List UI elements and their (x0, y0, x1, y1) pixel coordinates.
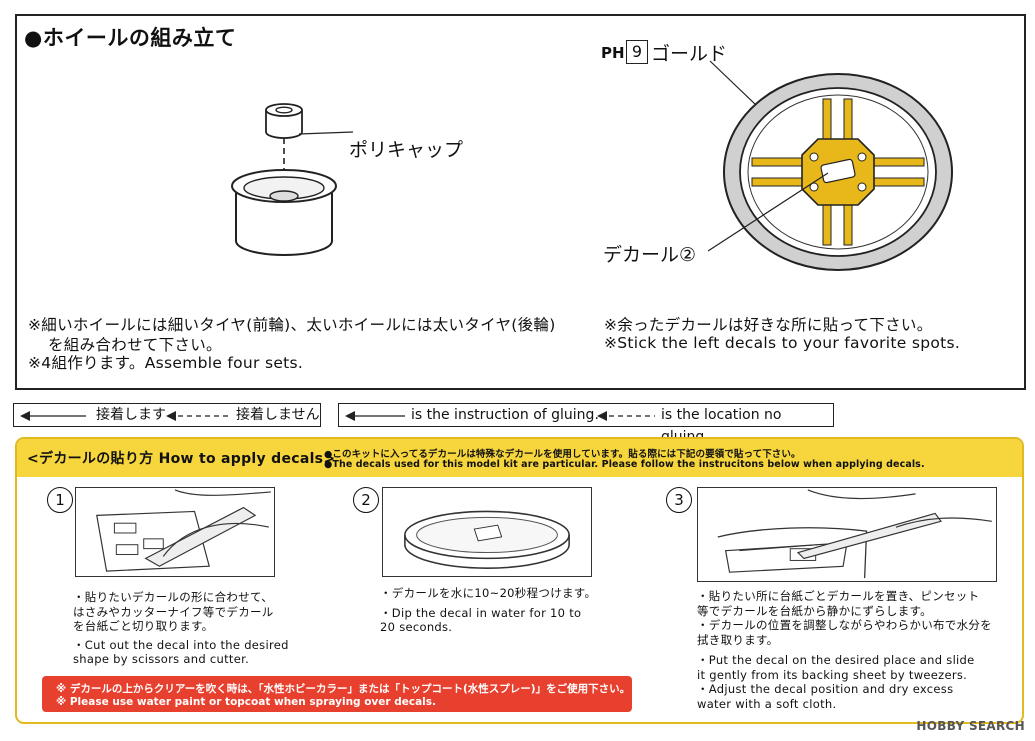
solid-arrow-icon (20, 411, 86, 421)
decal-panel-title: <デカールの貼り方 How to apply decals> (27, 451, 336, 467)
legend-glue-en: is the instruction of gluing. (411, 407, 599, 423)
polycap-leader-line (298, 131, 354, 135)
note-tire-line1: ※細いホイールには細いタイヤ(前輪)、太いホイールには太いタイヤ(後輪) (28, 316, 556, 334)
legend-jp: 接着します 接着しません (13, 403, 321, 427)
polycap-illustration (231, 103, 337, 256)
decal-panel-header (17, 439, 1022, 477)
step-1-text: ・貼りたいデカールの形に合わせて、 はさみやカッターナイフ等でデカール を台紙ご… (73, 590, 289, 666)
color-code-prefix: PH (601, 44, 625, 62)
step-1-number: 1 (47, 487, 73, 513)
note-decal-jp: ※余ったデカールは好きな所に貼って下さい。 (604, 316, 933, 334)
step-2-text: ・デカールを水に10~20秒程つけます。 ・Dip the decal in w… (380, 586, 597, 634)
step-3-illustration (697, 487, 997, 582)
polycap-label: ポリキャップ (349, 139, 464, 161)
solid-arrow-icon (345, 411, 405, 421)
note-sets: ※4組作ります。Assemble four sets. (28, 354, 304, 372)
warning-en: ※ Please use water paint or topcoat when… (56, 696, 437, 708)
warning-banner: ※ デカールの上からクリアーを吹く時は、「水性ホビーカラー」または「トップコート… (42, 676, 632, 712)
note-tire-line2: を組み合わせて下さい。 (48, 336, 222, 354)
decal-panel-note-jp: ●このキットに入ってるデカールは特殊なデカールを使用しています。貼る際には下記の… (324, 449, 801, 460)
step-1-illustration (75, 487, 275, 577)
color-name-label: ゴールド (651, 43, 728, 65)
decal-panel-note-en: ●The decals used for this model kit are … (324, 459, 925, 470)
watermark: HOBBY SEARCH (916, 719, 1025, 733)
dashed-arrow-icon (597, 411, 655, 421)
decal-2-label: デカール② (603, 244, 697, 266)
step-2-illustration (382, 487, 592, 577)
dashed-arrow-icon (166, 411, 228, 421)
color-code-number: 9 (626, 40, 648, 64)
wheel-section-title: ●ホイールの組み立て (24, 26, 237, 50)
warning-jp: ※ デカールの上からクリアーを吹く時は、「水性ホビーカラー」または「トップコート… (56, 683, 631, 695)
step-2-number: 2 (353, 487, 379, 513)
legend-no-glue-jp: 接着しません (236, 407, 320, 423)
step-3-number: 3 (666, 487, 692, 513)
legend-glue-jp: 接着します (96, 407, 166, 423)
legend-en: is the instruction of gluing. is the loc… (338, 403, 834, 445)
step-3-text: ・貼りたい所に台紙ごとデカールを置き、ピンセット 等でデカールを台紙から静かにず… (697, 589, 992, 711)
gold-wheel-illustration (707, 60, 953, 271)
note-decal-en: ※Stick the left decals to your favorite … (604, 334, 961, 352)
